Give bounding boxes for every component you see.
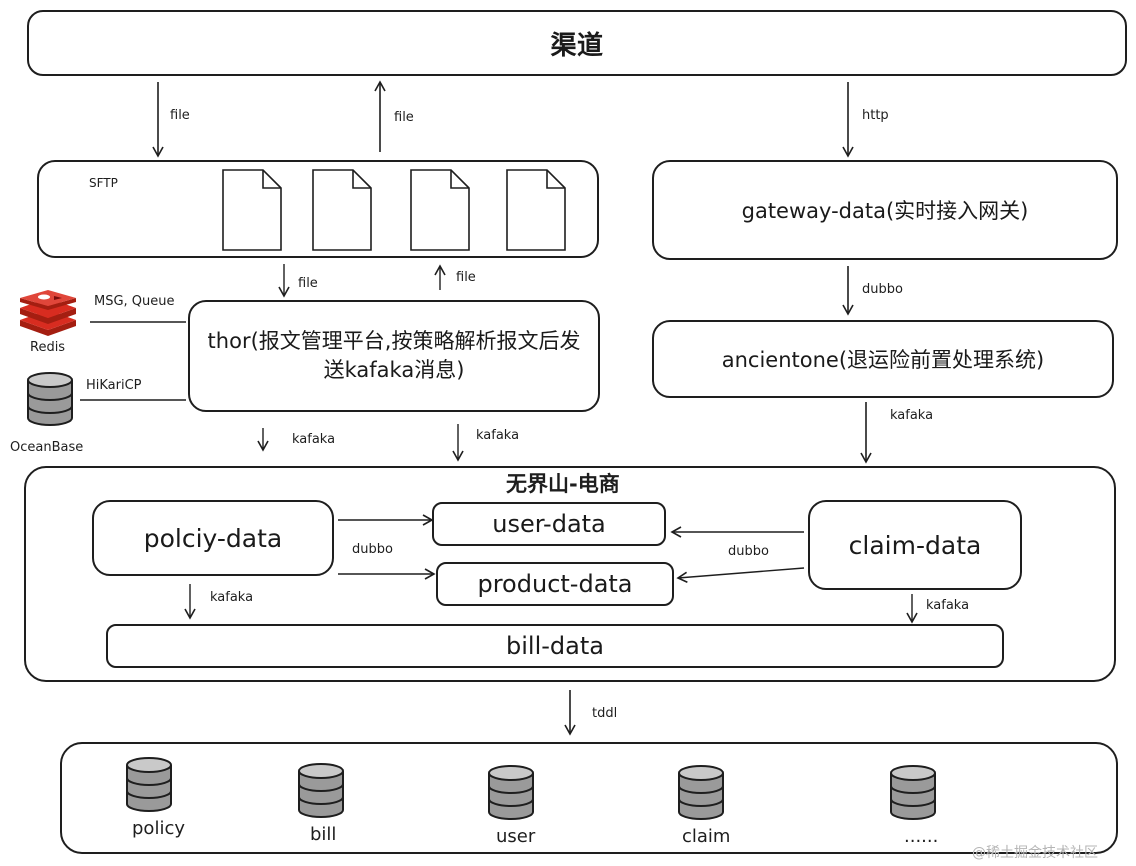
edge-label-sftp-to-channel: file xyxy=(394,110,414,125)
database-icon xyxy=(678,765,724,820)
service-bill-box: bill-data xyxy=(106,624,1004,668)
thor-label: thor(报文管理平台,按策略解析报文后发送kafaka消息) xyxy=(207,328,581,382)
database-item: bill xyxy=(296,762,360,852)
service-claim-box: claim-data xyxy=(808,500,1022,590)
oceanbase-link-label: HiKariCP xyxy=(86,378,142,393)
database-item: ...... xyxy=(888,764,952,854)
thor-box: thor(报文管理平台,按策略解析报文后发送kafaka消息) xyxy=(188,300,600,412)
group-box xyxy=(24,466,1116,682)
database-tier-box xyxy=(60,742,1118,854)
ancientone-label: ancientone(退运险前置处理系统) xyxy=(721,348,1045,372)
edge-label-thor-kafka-left: kafaka xyxy=(292,432,336,447)
oceanbase-label: OceanBase xyxy=(10,440,84,455)
database-icon xyxy=(27,372,73,426)
file-icon xyxy=(222,169,282,251)
gateway-box: gateway-data(实时接入网关) xyxy=(652,160,1118,260)
edge-label-claim-kafka: kafaka xyxy=(926,598,970,613)
edge-label-channel-to-sftp: file xyxy=(170,108,190,123)
service-product-box: product-data xyxy=(436,562,674,606)
database-icon xyxy=(298,763,344,818)
edge-label-policy-kafka: kafaka xyxy=(210,590,254,605)
edge-label-thor-to-sftp: file xyxy=(456,270,476,285)
database-icon xyxy=(488,765,534,820)
database-icon xyxy=(126,757,172,812)
watermark: @稀土掘金技术社区 xyxy=(972,845,1098,861)
redis-icon xyxy=(20,290,76,336)
edge-label-ancientone-kafka: kafaka xyxy=(890,408,934,423)
group-title: 无界山-电商 xyxy=(506,472,620,496)
edge-label-gateway-to-ancientone: dubbo xyxy=(862,282,903,297)
service-claim-label: claim-data xyxy=(848,530,982,560)
database-item: policy xyxy=(124,756,188,846)
database-icon xyxy=(890,765,936,820)
arrow-claim-to-product xyxy=(676,567,805,584)
edge-label-policy-dubbo: dubbo xyxy=(352,542,393,557)
database-label: user xyxy=(496,826,536,847)
redis-label: Redis xyxy=(30,340,66,355)
channel-box: 渠道 xyxy=(27,10,1127,76)
database-label: policy xyxy=(132,818,185,839)
oceanbase-node: OceanBase xyxy=(8,370,98,455)
file-icon xyxy=(410,169,470,251)
edge-label-thor-kafka-right: kafaka xyxy=(476,428,520,443)
service-user-label: user-data xyxy=(492,510,606,538)
edge-label-channel-to-gateway: http xyxy=(862,108,889,123)
database-label: bill xyxy=(310,824,337,845)
channel-title: 渠道 xyxy=(550,30,604,61)
sftp-label: SFTP xyxy=(89,176,118,190)
edge-label-sftp-to-thor: file xyxy=(298,276,318,291)
service-product-label: product-data xyxy=(477,570,633,598)
database-item: user xyxy=(486,764,550,854)
database-label: ...... xyxy=(904,826,939,847)
edge-label-claim-dubbo: dubbo xyxy=(728,544,769,559)
edge-label-group-to-db: tddl xyxy=(592,706,618,721)
gateway-label: gateway-data(实时接入网关) xyxy=(741,199,1029,223)
service-bill-label: bill-data xyxy=(506,632,604,660)
service-policy-box: polciy-data xyxy=(92,500,334,576)
file-icon xyxy=(506,169,566,251)
sftp-box: SFTP xyxy=(37,160,599,258)
service-user-box: user-data xyxy=(432,502,666,546)
database-label: claim xyxy=(682,826,731,847)
service-policy-label: polciy-data xyxy=(143,523,283,553)
redis-link-label: MSG, Queue xyxy=(94,294,175,309)
file-icon xyxy=(312,169,372,251)
database-item: claim xyxy=(676,764,740,854)
ancientone-box: ancientone(退运险前置处理系统) xyxy=(652,320,1114,398)
redis-node: Redis xyxy=(14,290,82,355)
